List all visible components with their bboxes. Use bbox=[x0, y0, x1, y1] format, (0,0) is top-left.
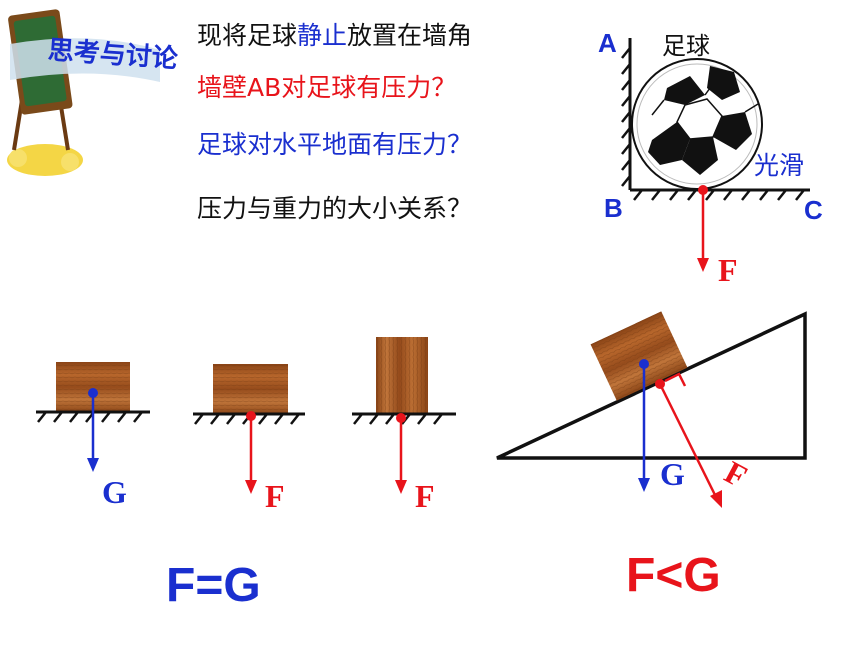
block-1-g-label: G bbox=[102, 474, 127, 510]
ball-force-arrow bbox=[697, 185, 709, 272]
equation-less: F<G bbox=[626, 549, 721, 602]
question-4: 压力与重力的大小关系？ bbox=[197, 194, 473, 223]
question-1: 现将足球静止放置在墙角 bbox=[197, 16, 472, 52]
question-2: 墙壁AB对足球有压力？ bbox=[197, 73, 457, 102]
incline-g-label: G bbox=[660, 456, 685, 492]
label-c: C bbox=[804, 195, 823, 225]
gravity-arrow-1 bbox=[87, 388, 99, 472]
question-1-highlight: 静止 bbox=[297, 21, 348, 50]
incline-gravity-arrow bbox=[638, 359, 650, 492]
soccer-ball bbox=[631, 58, 763, 190]
block-2 bbox=[213, 364, 288, 414]
incline-block bbox=[590, 311, 688, 401]
question-1-prefix: 现将足球 bbox=[197, 21, 298, 50]
discussion-badge bbox=[7, 9, 160, 176]
wall-ab bbox=[621, 38, 632, 190]
question-3: 足球对水平地面有压力？ bbox=[197, 130, 473, 159]
right-angle-mark bbox=[664, 372, 687, 387]
incline-pressure-arrow bbox=[655, 379, 722, 508]
ball-force-label: F bbox=[718, 252, 738, 288]
question-1-suffix: 放置在墙角 bbox=[347, 21, 473, 50]
incline-triangle bbox=[496, 311, 807, 460]
equation-equal: F=G bbox=[166, 559, 261, 612]
ball-label: 足球 bbox=[662, 32, 710, 60]
smooth-label: 光滑 bbox=[754, 151, 805, 180]
label-a: A bbox=[598, 28, 617, 58]
block-2-f-label: F bbox=[265, 478, 285, 514]
pressure-arrow-3 bbox=[395, 413, 407, 494]
pressure-arrow-2 bbox=[245, 411, 257, 494]
label-b: B bbox=[604, 193, 623, 223]
ground-bc bbox=[630, 188, 810, 201]
block-3 bbox=[376, 337, 428, 414]
block-3-f-label: F bbox=[415, 478, 435, 514]
